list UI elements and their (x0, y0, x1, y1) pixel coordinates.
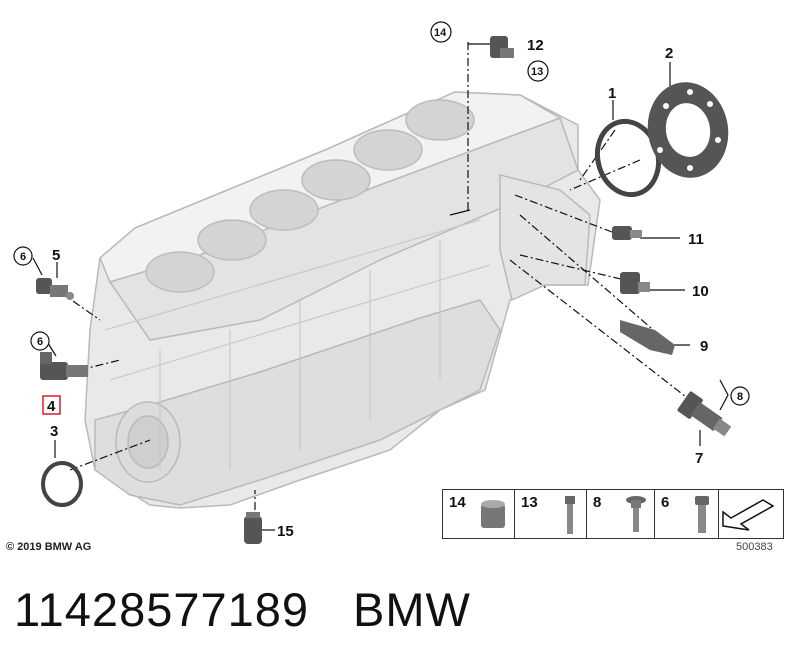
diagram-code: 500383 (736, 541, 773, 553)
legend-cell-13: 13 (515, 490, 587, 538)
hex-socket-bolt-icon (692, 494, 712, 541)
legend-cell-14: 14 (443, 490, 515, 538)
callout-circle-13 (527, 60, 549, 82)
brand-name: BMW (353, 583, 471, 636)
leader-lines (32, 42, 729, 531)
callout-4: 4 (47, 398, 56, 415)
engine-block-diagram: 1 2 3 4 5 6 6 7 8 9 10 11 12 13 14 15 (13, 21, 750, 544)
cylinder-bores (145, 99, 475, 293)
part-10-sensor (620, 272, 650, 294)
callout-3: 3 (50, 423, 58, 440)
callout-7: 7 (695, 450, 703, 467)
callout-circle-14 (430, 21, 452, 43)
part-11-sensor (612, 226, 642, 240)
part-2-pulse-wheel (647, 82, 729, 178)
legend-num-14: 14 (449, 494, 466, 511)
callout-12: 12 (527, 37, 544, 54)
part-7-oil-pressure-sensor (677, 391, 732, 437)
callout-11: 11 (688, 231, 704, 248)
callout-6a: 6 (20, 251, 26, 263)
small-parts-legend: 14 13 8 6 (442, 489, 784, 539)
callout-15: 15 (277, 523, 294, 540)
legend-num-8: 8 (593, 494, 602, 511)
sleeve-icon (478, 494, 508, 539)
callout-circle-6b (30, 331, 50, 351)
copyright-text: © 2019 BMW AG (6, 541, 92, 553)
callout-circle-6a (13, 246, 33, 266)
part-15-sleeve (244, 512, 262, 544)
front-direction-arrow-icon (719, 496, 775, 537)
legend-cell-8: 8 (587, 490, 655, 538)
legend-num-6: 6 (661, 494, 670, 511)
callout-circle-8 (730, 386, 750, 406)
part-number: 11428577189 (14, 583, 310, 636)
callout-10: 10 (692, 283, 709, 300)
part-12-sensor (490, 36, 514, 58)
footer-caption: 11428577189 BMW (14, 582, 471, 637)
callout-1: 1 (608, 85, 616, 102)
callout-8: 8 (737, 391, 743, 403)
callout-2: 2 (665, 45, 673, 62)
callout-14: 14 (434, 27, 447, 39)
flange-bolt-icon (624, 494, 648, 541)
legend-num-13: 13 (521, 494, 538, 511)
callout-5: 5 (52, 247, 60, 264)
callout-13: 13 (531, 66, 543, 78)
part-9-bracket (620, 320, 675, 355)
part-5-sensor (36, 278, 74, 300)
highlight-box-4 (42, 395, 61, 415)
callout-labels: 1 2 3 4 5 6 6 7 8 9 10 11 12 13 14 15 (13, 21, 750, 540)
callout-6b: 6 (37, 336, 43, 348)
part-3-sealing-ring (41, 461, 83, 507)
legend-cell-direction (719, 490, 783, 538)
stud-bolt-icon (560, 494, 580, 541)
engine-block (84, 91, 601, 509)
callout-9: 9 (700, 338, 708, 355)
legend-cell-6: 6 (655, 490, 719, 538)
part-4-sensor (40, 352, 88, 380)
